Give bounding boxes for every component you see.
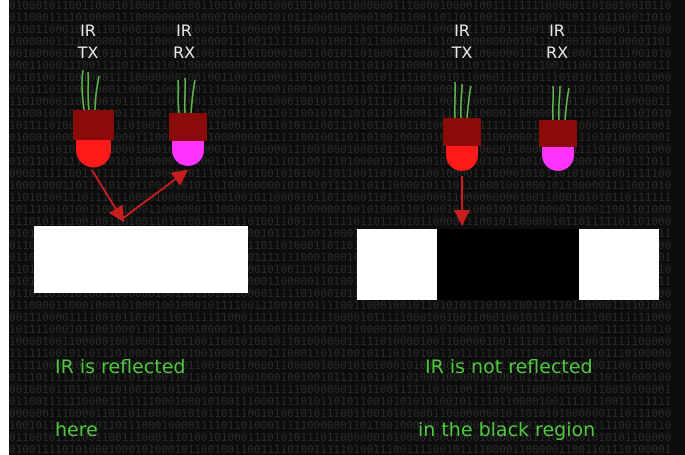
left-ir-transmitter-led xyxy=(73,69,114,168)
right-white-surface-left xyxy=(357,229,437,300)
left-panel: IR TX IR RX xyxy=(34,21,248,441)
left-tx-label-line1: IR xyxy=(80,21,96,40)
left-rx-label-line1: IR xyxy=(176,21,192,40)
left-caption-line1: IR is reflected xyxy=(55,356,185,378)
right-ir-transmitter-led xyxy=(443,81,481,171)
right-tx-label-line1: IR xyxy=(454,21,470,40)
left-reflected-ray-arrow xyxy=(121,169,189,220)
left-white-surface xyxy=(34,226,248,293)
diagram-canvas: 0100010110011000101000110010011001001001… xyxy=(9,0,685,455)
right-ir-receiver-led xyxy=(539,85,577,171)
right-rx-label-line1: IR xyxy=(549,21,565,40)
left-ir-receiver-led xyxy=(169,77,207,166)
ir-sensor-diagram: IR TX IR RX xyxy=(34,21,659,441)
right-white-surface-right xyxy=(579,229,659,300)
right-rx-label-line2: RX xyxy=(546,43,568,62)
left-rx-label-line2: RX xyxy=(173,43,195,62)
left-caption-line2: here xyxy=(55,419,98,441)
left-emitted-ray-arrow xyxy=(91,169,125,223)
right-caption-line1: IR is not reflected xyxy=(425,356,593,378)
right-tx-label-line2: TX xyxy=(451,43,473,62)
left-tx-label-line2: TX xyxy=(77,43,99,62)
right-black-region xyxy=(437,229,579,300)
right-panel: IR TX IR RX xyxy=(357,21,659,441)
right-caption-line2: in the black region xyxy=(418,419,595,441)
